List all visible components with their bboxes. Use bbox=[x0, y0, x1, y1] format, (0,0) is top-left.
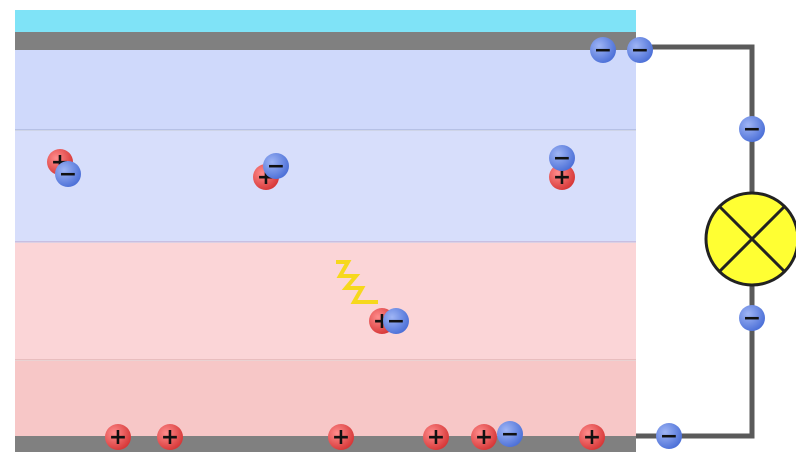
svg-text:−: − bbox=[743, 306, 761, 331]
glass-layer bbox=[15, 10, 636, 32]
hole: + bbox=[105, 424, 131, 450]
svg-text:−: − bbox=[743, 117, 761, 142]
circuit-wire bbox=[636, 47, 752, 192]
top-contact bbox=[15, 32, 636, 50]
svg-text:+: + bbox=[109, 425, 127, 450]
svg-text:−: − bbox=[594, 38, 612, 63]
electron: − bbox=[590, 37, 616, 63]
hole: + bbox=[328, 424, 354, 450]
circuit-wire bbox=[636, 286, 752, 436]
hole: + bbox=[157, 424, 183, 450]
svg-text:−: − bbox=[387, 309, 405, 334]
electron: − bbox=[55, 161, 81, 187]
electron: − bbox=[656, 423, 682, 449]
electron: − bbox=[383, 308, 409, 334]
electron: − bbox=[739, 305, 765, 331]
electron: − bbox=[263, 153, 289, 179]
svg-text:−: − bbox=[59, 162, 77, 187]
electron: − bbox=[739, 116, 765, 142]
svg-text:+: + bbox=[583, 425, 601, 450]
svg-text:−: − bbox=[501, 422, 519, 447]
svg-text:+: + bbox=[475, 425, 493, 450]
svg-text:+: + bbox=[427, 425, 445, 450]
svg-text:−: − bbox=[267, 154, 285, 179]
hole: + bbox=[579, 424, 605, 450]
p-layer-top bbox=[15, 243, 636, 360]
electron: − bbox=[627, 37, 653, 63]
hole: + bbox=[471, 424, 497, 450]
svg-text:−: − bbox=[553, 146, 571, 171]
hole: + bbox=[423, 424, 449, 450]
svg-text:+: + bbox=[161, 425, 179, 450]
svg-text:−: − bbox=[660, 424, 678, 449]
svg-text:+: + bbox=[332, 425, 350, 450]
electron: − bbox=[497, 421, 523, 447]
n-layer-top bbox=[15, 50, 636, 130]
electron: − bbox=[549, 145, 575, 171]
svg-text:−: − bbox=[631, 38, 649, 63]
lamp-icon bbox=[706, 193, 796, 285]
n-layer-bottom bbox=[15, 131, 636, 242]
